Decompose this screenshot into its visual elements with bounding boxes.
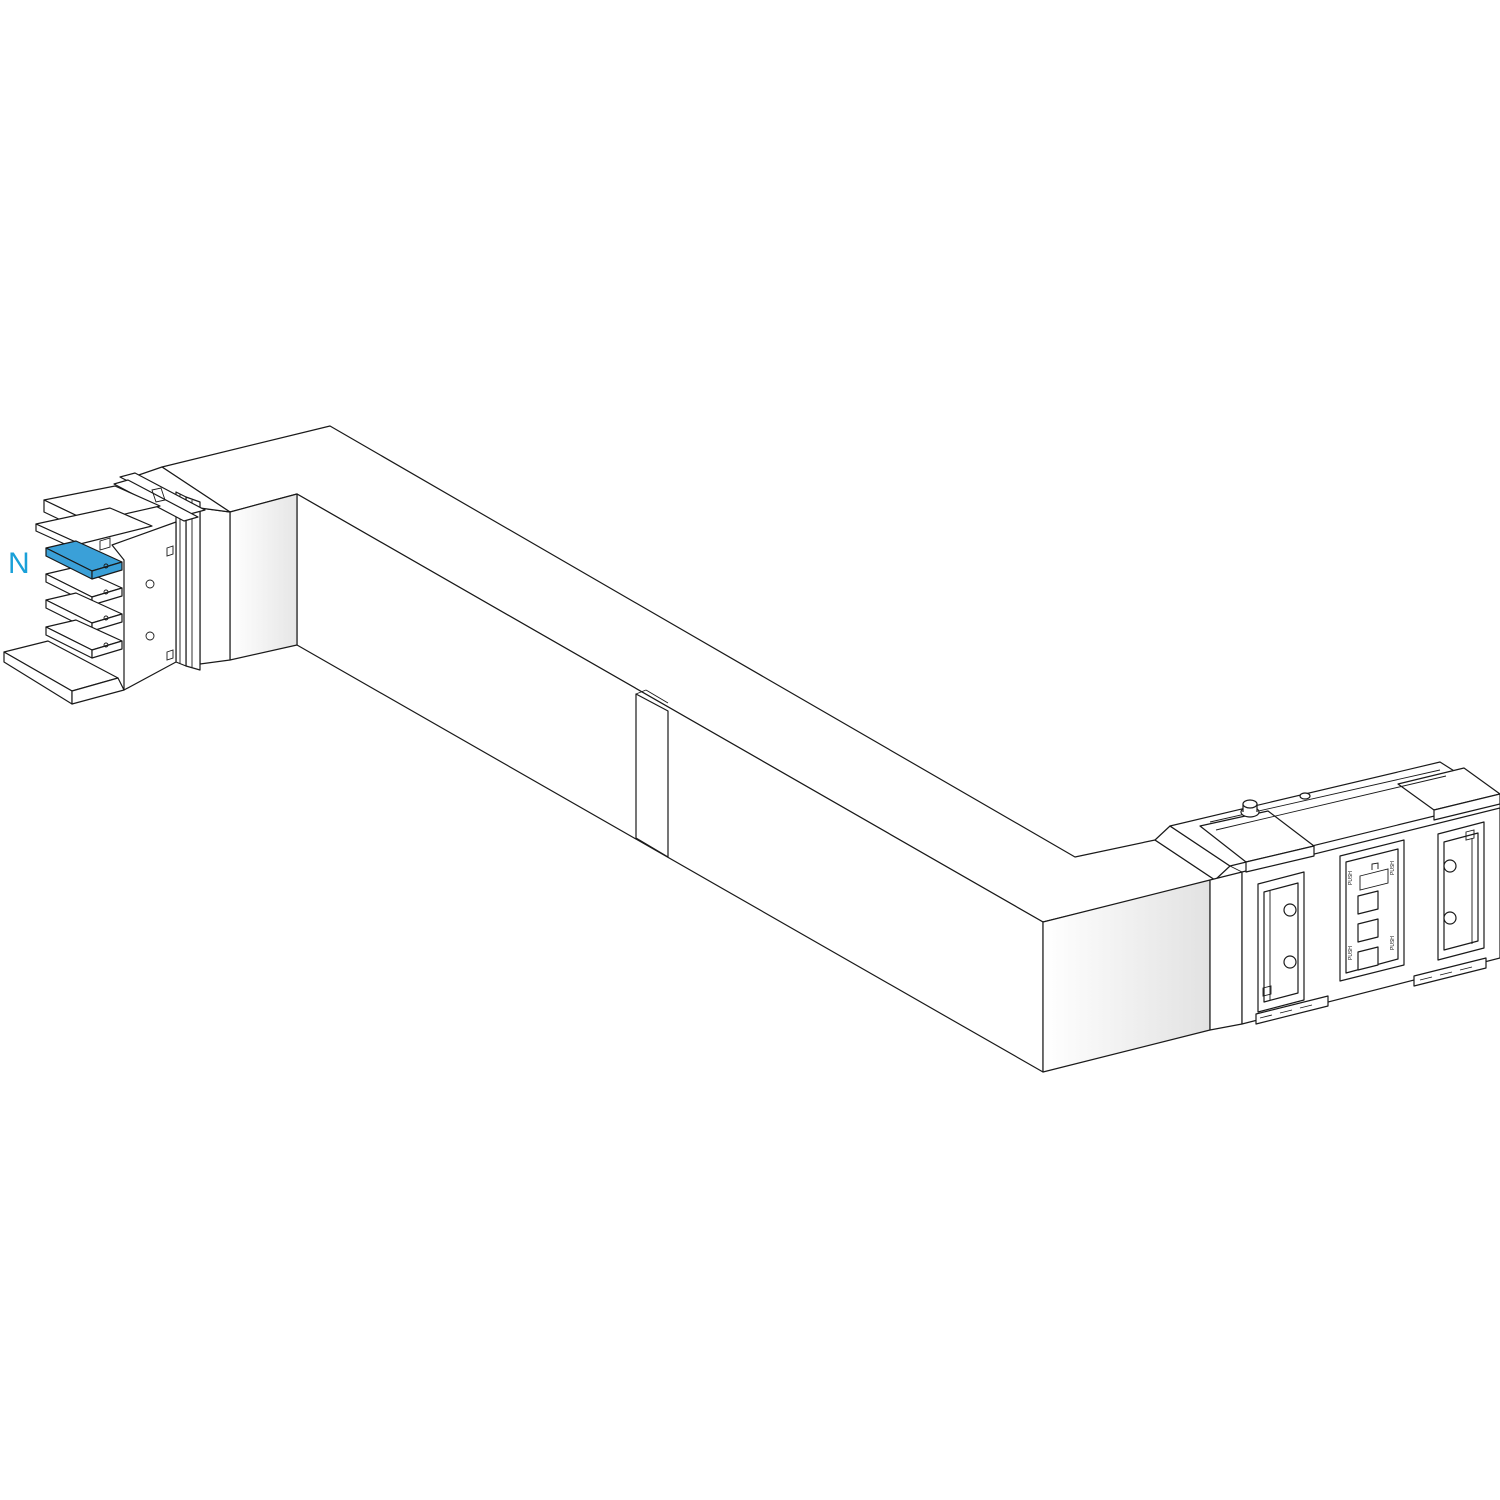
- left-flange-collar: [199, 507, 231, 665]
- connector-side-plate: [111, 521, 177, 691]
- svg-text:PUSH: PUSH: [1390, 936, 1396, 950]
- right-connector: PUSH PUSH PUSH PUSH: [1154, 761, 1500, 1031]
- left-clamp-plate: [185, 496, 201, 671]
- top-clamp-bar-2: [1397, 767, 1500, 811]
- svg-text:PUSH: PUSH: [1348, 871, 1354, 885]
- duct-body: [161, 425, 1216, 1073]
- phase-bar-3: [45, 619, 123, 659]
- bolt-hole-upper: [145, 579, 155, 589]
- svg-text:PUSH: PUSH: [1348, 946, 1354, 960]
- top-bolt: [1240, 799, 1260, 818]
- duct-left-end-face: [229, 493, 298, 661]
- joint-cover-strip: [635, 693, 669, 858]
- bolt-hole-lower: [145, 631, 155, 641]
- neutral-label: N: [8, 547, 30, 580]
- left-slot-panel: [1257, 871, 1305, 1013]
- right-slot-panel: [1437, 821, 1485, 961]
- center-label-panel: PUSH PUSH PUSH PUSH: [1339, 839, 1405, 982]
- phase-bar-2: [45, 592, 123, 632]
- neutral-bar: [45, 537, 123, 580]
- svg-text:PUSH: PUSH: [1390, 861, 1396, 875]
- left-connector: [3, 466, 231, 705]
- top-screw: [1299, 792, 1311, 800]
- right-flange-collar: [1209, 871, 1243, 1031]
